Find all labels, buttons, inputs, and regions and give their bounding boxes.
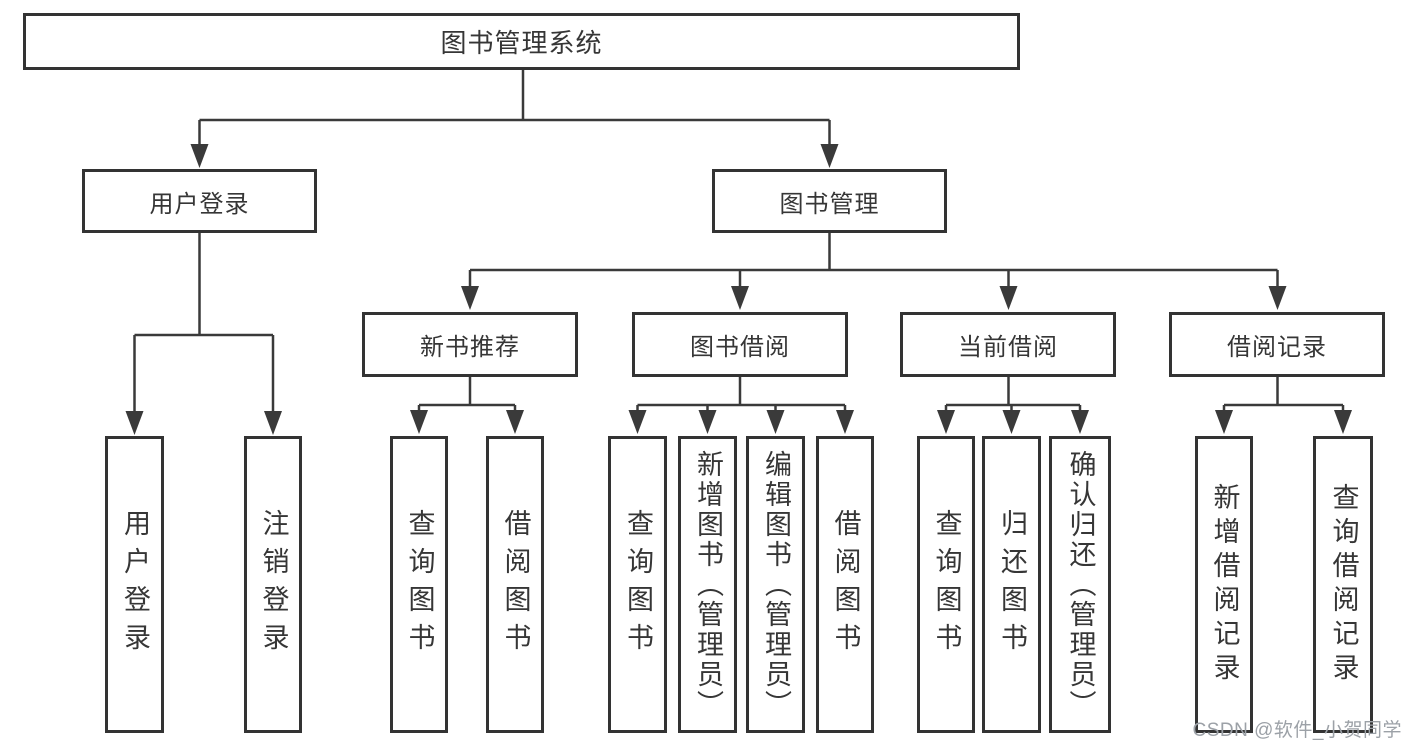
node-borrow-records: 借阅记录 <box>1169 312 1385 377</box>
arrowhead-icon <box>461 286 479 310</box>
leaf-query-book-3: 查询图书 <box>917 436 975 733</box>
arrowhead-icon <box>506 410 524 434</box>
arrowhead-icon <box>937 410 955 434</box>
arrowhead-icon <box>1002 410 1021 434</box>
leaf-label: 新增图书（管理员） <box>693 449 723 720</box>
leaf-user-login: 用户登录 <box>105 436 164 733</box>
arrowhead-icon <box>1268 286 1287 310</box>
leaf-query-borrow-record: 查询借阅记录 <box>1313 436 1373 733</box>
arrowheads <box>125 120 1352 435</box>
leaf-label: 查询图书 <box>404 508 435 661</box>
arrowhead-icon <box>820 144 839 168</box>
tree-edges <box>134 70 1343 407</box>
leaf-label: 注销登录 <box>258 508 289 661</box>
leaf-return-book: 归还图书 <box>982 436 1041 733</box>
leaf-borrow-book-2: 借阅图书 <box>816 436 874 733</box>
leaf-query-book-1: 查询图书 <box>390 436 448 733</box>
node-user-login: 用户登录 <box>82 169 317 233</box>
leaf-logout: 注销登录 <box>244 436 302 733</box>
arrowhead-icon <box>1334 410 1352 434</box>
leaf-label: 借阅图书 <box>830 508 861 661</box>
arrowhead-icon <box>264 411 282 435</box>
arrowhead-icon <box>125 411 144 435</box>
leaf-label: 借阅图书 <box>500 508 531 661</box>
leaf-borrow-book-1: 借阅图书 <box>486 436 544 733</box>
arrowhead-icon <box>190 144 209 168</box>
leaf-edit-book-admin: 编辑图书（管理员） <box>746 436 805 733</box>
watermark: CSDN @软件_小贺同学 <box>1192 720 1402 741</box>
leaf-confirm-return-admin: 确认归还（管理员） <box>1049 436 1111 733</box>
node-current-borrow: 当前借阅 <box>900 312 1116 377</box>
arrowhead-icon <box>731 286 749 310</box>
leaf-label: 编辑图书（管理员） <box>761 449 791 720</box>
leaf-add-book-admin: 新增图书（管理员） <box>678 436 737 733</box>
arrowhead-icon <box>836 410 854 434</box>
arrowhead-icon <box>1215 410 1233 434</box>
arrowhead-icon <box>766 410 785 434</box>
node-book-management: 图书管理 <box>712 169 947 233</box>
leaf-label: 查询图书 <box>931 508 962 661</box>
arrowhead-icon <box>1071 410 1089 434</box>
leaf-add-borrow-record: 新增借阅记录 <box>1195 436 1253 733</box>
arrowhead-icon <box>410 410 428 434</box>
arrowhead-icon <box>628 410 647 434</box>
leaf-label: 用户登录 <box>120 508 150 661</box>
node-book-borrow: 图书借阅 <box>632 312 848 377</box>
leaf-label: 查询图书 <box>623 508 653 661</box>
leaf-label: 归还图书 <box>997 508 1027 661</box>
arrowhead-icon <box>999 286 1018 310</box>
node-root: 图书管理系统 <box>23 13 1020 70</box>
node-new-book-recommend: 新书推荐 <box>362 312 578 377</box>
arrowhead-icon <box>698 410 717 434</box>
leaf-label: 新增借阅记录 <box>1209 482 1240 687</box>
leaf-label: 确认归还（管理员） <box>1065 449 1096 720</box>
leaf-query-book-2: 查询图书 <box>608 436 667 733</box>
leaf-label: 查询借阅记录 <box>1328 482 1359 687</box>
